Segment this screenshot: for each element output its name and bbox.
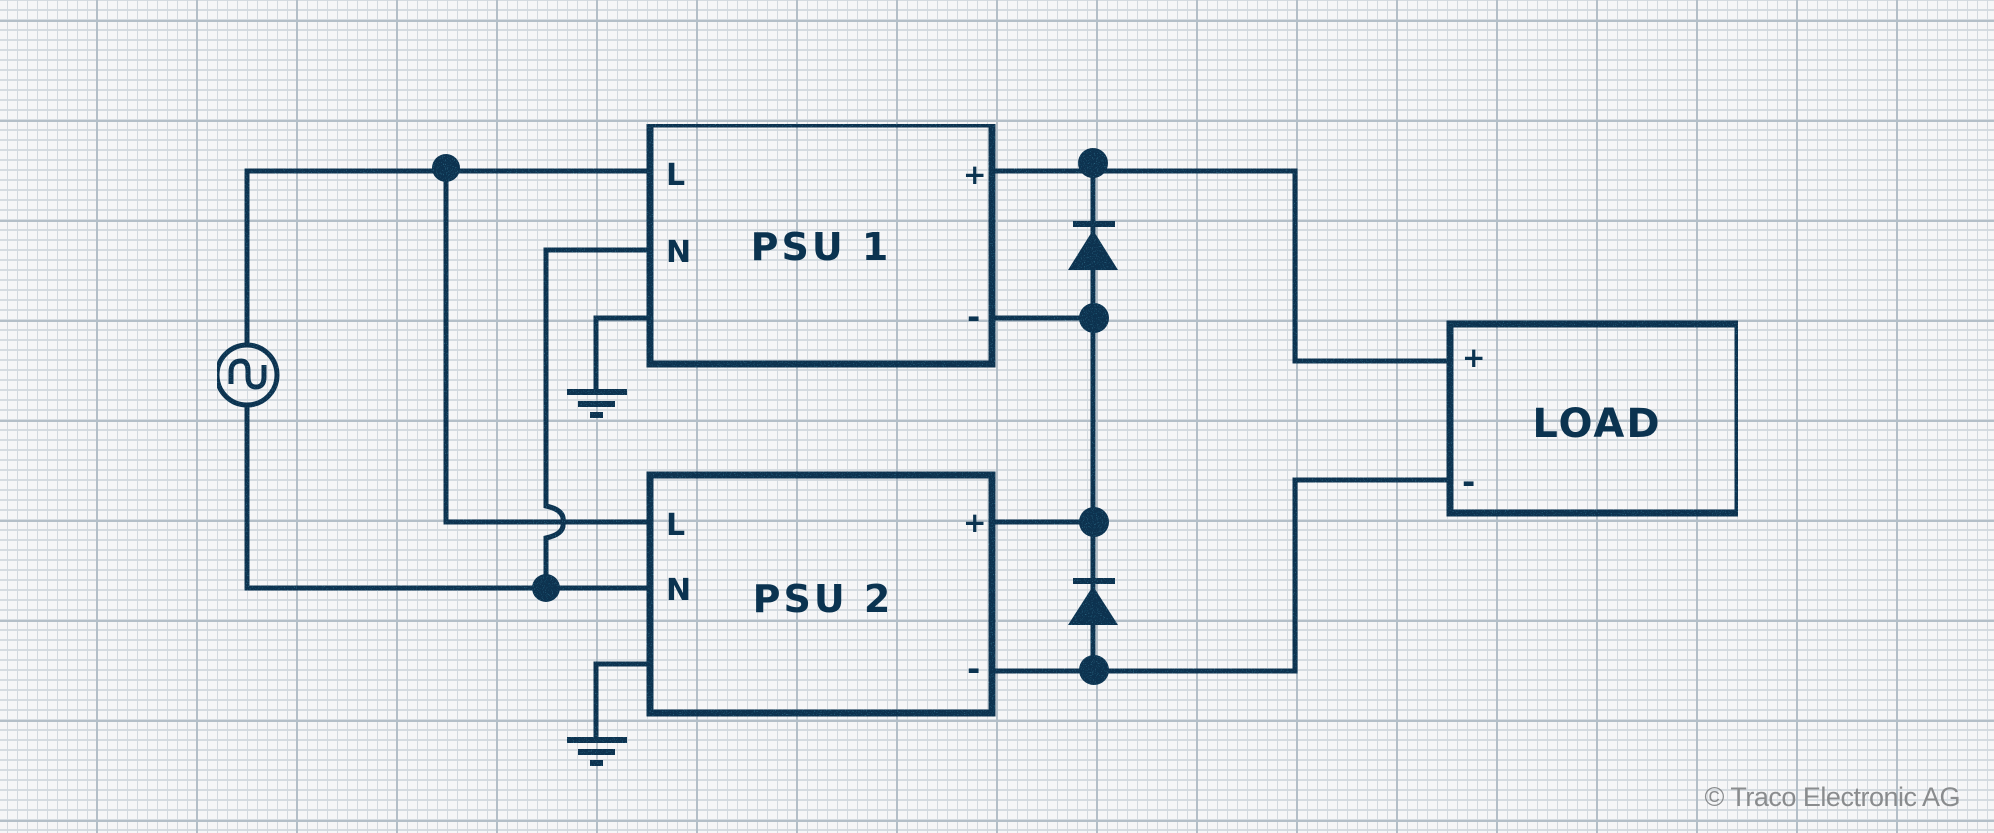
diode-1-symbol <box>1068 221 1118 270</box>
psu1-pin-label-line: L <box>666 158 685 193</box>
junction-node-psu2-minus <box>1079 655 1109 685</box>
psu1-pin-label-minus: - <box>967 298 980 336</box>
psu1-block[interactable] <box>646 120 996 368</box>
load-block[interactable] <box>1446 320 1742 517</box>
ground-bar-2 <box>578 401 615 407</box>
wire-psu1-plus-to-load-plus <box>992 168 1450 364</box>
junction-node-psu1-plus <box>1078 148 1108 178</box>
psu2-pin-label-minus: - <box>967 650 980 688</box>
wire-line-net <box>244 168 650 525</box>
junction-node-psu2-plus <box>1079 507 1109 537</box>
psu1-title: PSU 1 <box>751 225 892 269</box>
psu2-block[interactable] <box>646 471 996 717</box>
wire-line-to-psu2-line <box>443 168 650 525</box>
wire-ac-source-to-psu1-line <box>244 168 650 346</box>
ground-bar-1 <box>567 737 627 743</box>
wire-ac-source-to-psu2-neutral <box>244 404 650 591</box>
load-title: LOAD <box>1532 401 1661 447</box>
ground-bar-3 <box>590 760 603 766</box>
ground-1-symbol <box>567 315 650 418</box>
psu1-pin-label-plus: + <box>963 158 986 191</box>
diode-anode-triangle <box>1068 230 1118 270</box>
diode-cathode-bar <box>1073 578 1115 584</box>
diode-cathode-bar <box>1073 221 1115 227</box>
wire-psu2-minus-to-load-minus <box>992 477 1450 674</box>
ac-source-symbol <box>214 342 280 408</box>
psu1-box[interactable] <box>646 120 996 368</box>
junction-node-line <box>432 154 460 182</box>
junction-node-neutral <box>532 574 560 602</box>
psu1-pin-label-neutral: N <box>666 235 691 270</box>
load-pin-label-minus: - <box>1462 463 1475 501</box>
sine-wave-icon <box>228 358 267 390</box>
load-pin-label-plus: + <box>1462 341 1485 374</box>
wire-psu1-neutral-with-crossover-hop <box>543 247 650 591</box>
ground-2-symbol <box>567 661 650 766</box>
psu2-title: PSU 2 <box>753 577 894 621</box>
ground-bar-2 <box>578 749 615 755</box>
ground-bar-3 <box>590 412 603 418</box>
psu2-pin-label-neutral: N <box>666 573 691 608</box>
psu2-pin-label-line: L <box>666 508 685 543</box>
wire-psu1-ground <box>593 315 650 395</box>
load-box[interactable] <box>1446 320 1742 517</box>
psu2-box[interactable] <box>646 471 996 717</box>
wire-neutral-net <box>244 247 650 591</box>
wire-psu2-ground <box>593 661 650 743</box>
copyright-notice: © Traco Electronic AG <box>1704 782 1961 812</box>
junction-node-psu1-minus <box>1079 303 1109 333</box>
psu2-pin-label-plus: + <box>963 506 986 539</box>
ground-bar-1 <box>567 389 627 395</box>
diode-anode-triangle <box>1068 586 1118 625</box>
ac-source-circle <box>214 342 280 408</box>
diode-2-symbol <box>1068 578 1118 625</box>
